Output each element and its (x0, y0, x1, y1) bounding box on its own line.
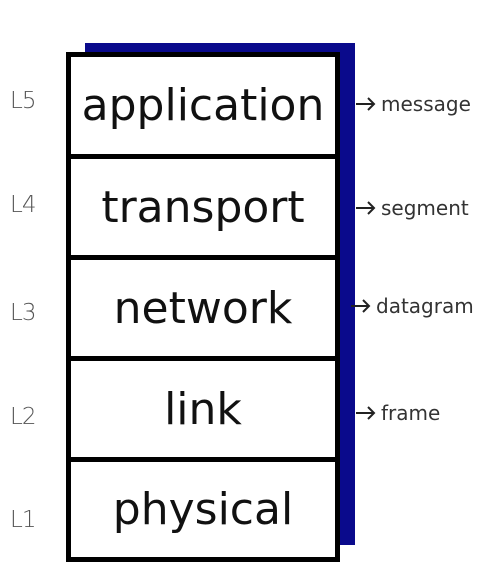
arrow-right-icon (351, 299, 371, 313)
layer-application: application (71, 57, 335, 159)
level-label-l3: L3 (10, 300, 36, 326)
layer-network: network (71, 260, 335, 361)
layer-network-label: network (113, 282, 293, 334)
level-label-l4: L4 (10, 192, 36, 218)
pdu-segment-label: segment (381, 196, 469, 220)
arrow-right-icon (356, 201, 376, 215)
pdu-frame: frame (355, 401, 440, 425)
layer-link: link (71, 361, 335, 462)
layer-transport: transport (71, 159, 335, 260)
pdu-message: message (355, 92, 471, 116)
arrow-right-icon (356, 406, 376, 420)
layer-physical-label: physical (112, 484, 294, 535)
level-label-l5: L5 (10, 88, 36, 114)
layer-link-label: link (164, 383, 242, 435)
protocol-stack: application transport network link physi… (66, 52, 340, 562)
level-label-l2: L2 (10, 404, 36, 430)
layer-transport-label: transport (101, 181, 305, 233)
layer-application-label: application (81, 80, 325, 131)
pdu-datagram: datagram (350, 294, 474, 318)
pdu-segment: segment (355, 196, 469, 220)
pdu-frame-label: frame (381, 401, 441, 425)
arrow-right-icon (356, 97, 376, 111)
level-label-l1: L1 (10, 507, 36, 533)
layer-physical: physical (71, 462, 335, 557)
pdu-message-label: message (381, 92, 471, 116)
pdu-datagram-label: datagram (376, 294, 474, 318)
